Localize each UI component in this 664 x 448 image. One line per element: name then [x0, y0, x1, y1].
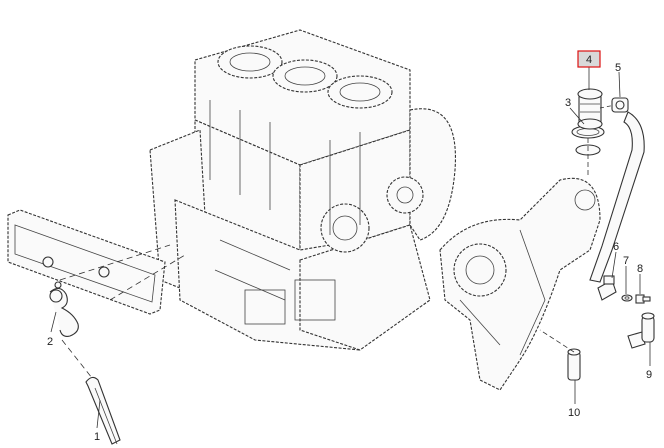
- elbow-fitting[interactable]: [611, 97, 629, 113]
- coolant-pipe[interactable]: [589, 111, 645, 283]
- callout-1: 1: [94, 431, 100, 443]
- front-timing-cover[interactable]: [439, 177, 601, 391]
- side-cover-plate[interactable]: [7, 209, 186, 315]
- callout-4: 4: [586, 54, 592, 66]
- leader-lines: [50, 66, 651, 429]
- callout-10: 10: [568, 407, 580, 419]
- drain-hose[interactable]: [85, 376, 121, 445]
- callout-7: 7: [623, 255, 629, 267]
- callout-2: 2: [47, 336, 53, 348]
- o-ring-seal[interactable]: [571, 125, 605, 175]
- temperature-sensor[interactable]: [597, 275, 617, 301]
- sealing-washer[interactable]: [621, 294, 633, 302]
- callout-3: 3: [565, 97, 571, 109]
- callout-9: 9: [646, 369, 652, 381]
- callout-6: 6: [613, 241, 619, 253]
- callout-8: 8: [637, 263, 643, 275]
- thermostat-housing[interactable]: [577, 88, 621, 130]
- callout-4-highlight-box: [577, 50, 601, 68]
- drain-fitting[interactable]: [567, 348, 581, 381]
- pipe-bracket[interactable]: [627, 312, 655, 349]
- callout-labels: 1 2 3 4 5 6 7 8 9 10: [47, 50, 652, 443]
- bolt[interactable]: [635, 294, 651, 304]
- callout-5: 5: [615, 62, 621, 74]
- bent-pipe-fitting[interactable]: [49, 287, 79, 337]
- engine-block[interactable]: [149, 29, 457, 351]
